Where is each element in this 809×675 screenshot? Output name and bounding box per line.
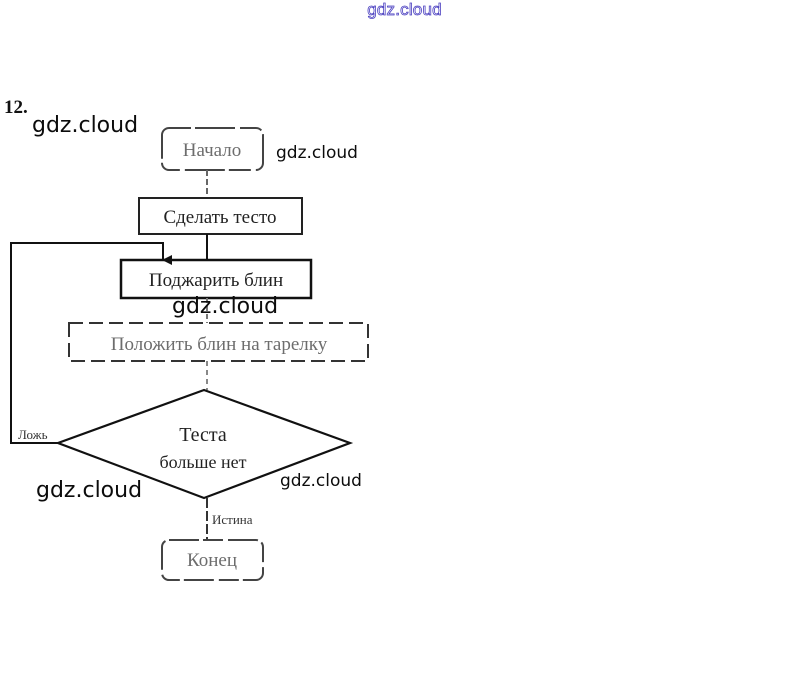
decision-label-line2: больше нет [160,452,247,472]
watermark-3: gdz.cloud [172,294,279,319]
step-fry-pancake-label: Поджарить блин [149,270,283,291]
watermark-5: gdz.cloud [36,478,143,503]
end-node: Конец [161,539,264,581]
true-branch-label: Истина [212,512,253,527]
end-label: Конец [187,550,237,571]
watermark-2: gdz.cloud [276,143,358,163]
step-make-dough-label: Сделать тесто [163,207,276,228]
task-number: 12. [4,97,28,118]
step-put-on-plate: Положить блин на тарелку [68,322,369,362]
decision-label-line1: Теста [179,424,227,446]
decision-no-more-dough: Теста больше нет [54,388,354,500]
step-make-dough: Сделать тесто [138,197,303,235]
false-branch-label: Ложь [18,427,48,442]
watermark-4: gdz.cloud [280,471,362,491]
start-node: Начало [161,127,264,171]
step-put-on-plate-label: Положить блин на тарелку [111,334,328,355]
watermark-1: gdz.cloud [32,113,139,138]
site-watermark-header: gdz.cloud [367,0,442,19]
start-label: Начало [183,140,242,161]
false-loop-connector [10,242,172,444]
step-fry-pancake: Поджарить блин [119,258,313,300]
